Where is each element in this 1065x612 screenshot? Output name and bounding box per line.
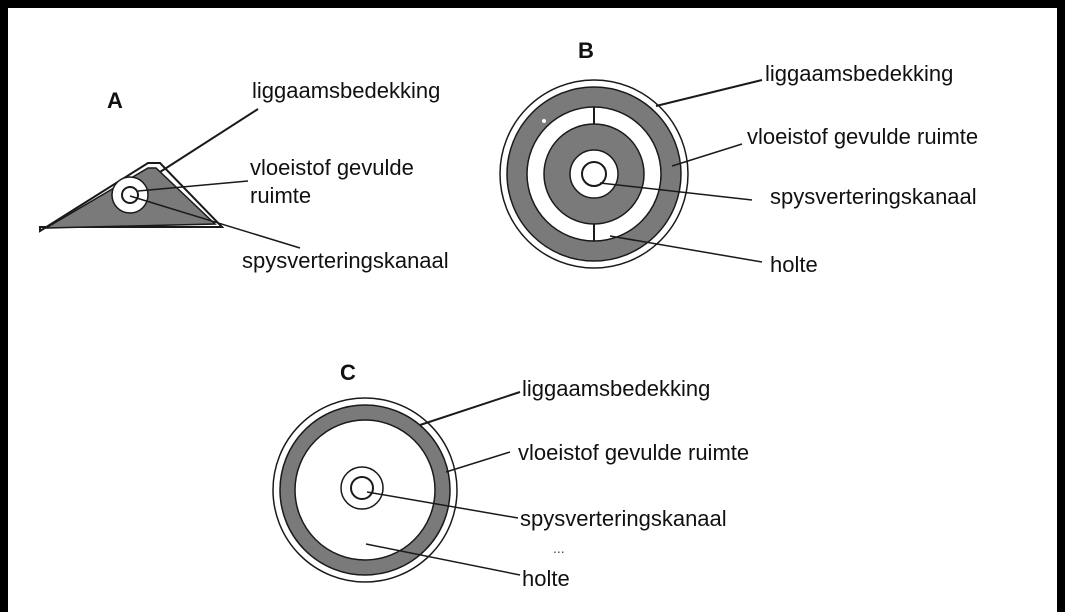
panel-b-label-fluid-space: vloeistof gevulde ruimte [747,124,978,149]
panel-b: B liggaamsbedekking vloeistof gevulde ru… [500,38,978,277]
panel-b-leader-body-covering [656,80,762,106]
panel-b-letter: B [578,38,594,63]
panel-a-letter: A [107,88,123,113]
panel-c-digestive-canal [351,477,373,499]
panel-c-label-fluid-space: vloeistof gevulde ruimte [518,440,749,465]
panel-c-label-cavity: holte [522,566,570,591]
panel-c-letter: C [340,360,356,385]
panel-b-highlight [542,119,546,123]
panel-c-leader-fluid [446,452,510,472]
panel-c-label-body-covering: liggaamsbedekking [522,376,710,401]
panel-c-leader-body-covering [420,392,520,425]
panel-c-ellipsis: ... [553,540,565,556]
panel-a-label-digestive-canal: spysverteringskanaal [242,248,449,273]
panel-a-label-fluid-space-line2: ruimte [250,183,311,208]
panel-b-label-body-covering: liggaamsbedekking [765,61,953,86]
panel-a-label-body-covering: liggaamsbedekking [252,78,440,103]
panel-c: C liggaamsbedekking vloeistof gevulde ru… [273,360,749,591]
panel-a-label-fluid-space-line1: vloeistof gevulde [250,155,414,180]
panel-c-label-digestive-canal: spysverteringskanaal [520,506,727,531]
panel-b-digestive-canal [582,162,606,186]
panel-a-leader-body-covering [160,109,258,172]
panel-b-label-cavity: holte [770,252,818,277]
panel-a: A liggaamsbedekking vloeistof gevulde ru… [40,78,449,273]
panel-b-label-digestive-canal: spysverteringskanaal [770,184,977,209]
panel-a-digestive-canal [122,187,138,203]
